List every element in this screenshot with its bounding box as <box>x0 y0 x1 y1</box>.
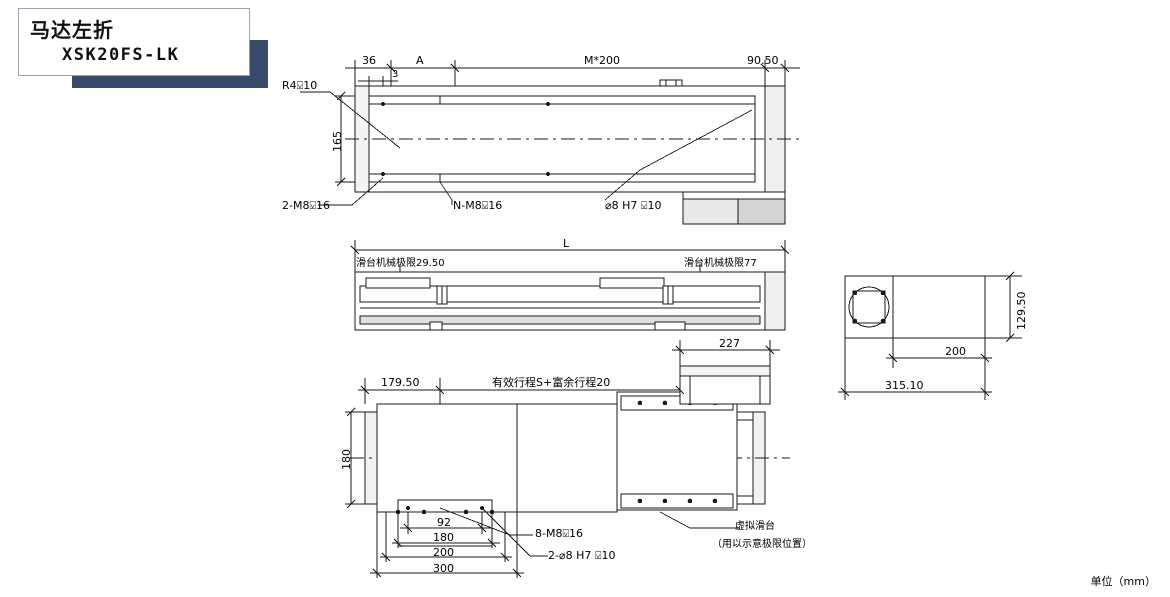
note-pin-top: ⌀8 H7 ⍌10 <box>605 199 662 212</box>
dim-3: 3 <box>392 69 399 80</box>
title-box <box>18 8 250 76</box>
dim-31510: 315.10 <box>885 379 924 392</box>
bottom-view-leaders <box>439 507 740 557</box>
note-8m8: 8-M8⍌16 <box>535 527 584 540</box>
dim-227: 227 <box>719 337 740 350</box>
side-view-geometry <box>350 240 790 331</box>
dim-9050: 90.50 <box>747 54 779 67</box>
dim-12950: 129.50 <box>1015 291 1028 331</box>
dim-m200: M*200 <box>584 54 620 67</box>
dim-200: 200 <box>433 546 454 559</box>
dim-17950: 179.50 <box>381 376 420 389</box>
note-virtual-carriage-sub: （用以示意极限位置） <box>712 539 812 550</box>
dim-300: 300 <box>433 562 454 575</box>
note-right-limit: 滑台机械极限77 <box>684 258 757 269</box>
unit-note: 单位（mm） <box>1090 575 1156 588</box>
note-left-limit: 滑台机械极限29.50 <box>356 258 445 269</box>
dim-end-200: 200 <box>945 345 966 358</box>
dim-180: 180 <box>433 531 454 544</box>
bottom-view-geometry <box>350 365 790 547</box>
dim-165: 165 <box>331 131 344 152</box>
end-view-geometry <box>838 271 1022 400</box>
note-r4: R4⍌10 <box>282 79 318 92</box>
dim-92: 92 <box>437 516 451 529</box>
top-view-dimensions <box>335 60 800 187</box>
note-virtual-carriage: 虚拟滑台 <box>735 521 775 532</box>
note-nm8: N-M8⍌16 <box>453 199 503 212</box>
dim-A: A <box>416 54 424 67</box>
dim-180-vertical: 180 <box>340 449 353 470</box>
dim-stroke: 有效行程S+富余行程20 <box>492 376 611 389</box>
dim-L: L <box>563 237 570 250</box>
model-code: XSK20FS-LK <box>62 45 180 65</box>
bottom-view-dimensions <box>345 340 780 578</box>
note-2m8: 2-M8⍌16 <box>282 199 331 212</box>
note-2pin: 2-⌀8 H7 ⍌10 <box>548 549 616 562</box>
dim-36: 36 <box>362 54 376 67</box>
top-view-leaders <box>300 91 753 206</box>
title-chinese: 马达左折 <box>30 18 114 42</box>
top-view-geometry <box>345 79 800 225</box>
